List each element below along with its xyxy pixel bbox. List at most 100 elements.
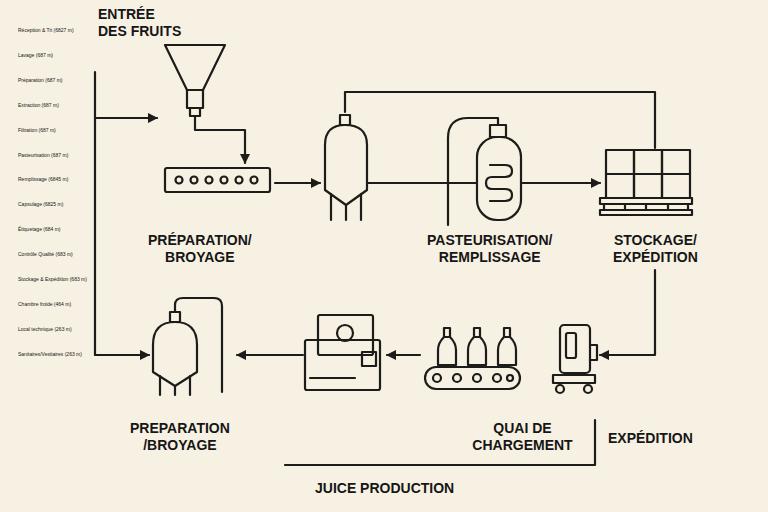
bottle-conveyor-part: [493, 374, 501, 382]
section-label: ENTRÉE DES FRUITS: [98, 6, 186, 40]
hopper-symbol-part: [195, 116, 245, 163]
loading-machine-part: [566, 333, 576, 358]
bottle-conveyor-part: [498, 337, 516, 365]
room-area-label: Contrôle Qualité (683 m): [18, 251, 73, 257]
bottle-conveyor-part: [433, 374, 441, 382]
step-caption: QUAI DE CHARGEMENT: [455, 420, 590, 454]
processing-machine-part: [337, 325, 353, 341]
bottle-conveyor-part: [504, 328, 510, 337]
room-area-label: Capsulage (6825 m): [18, 201, 63, 207]
fruit-inlet-line-part: [95, 117, 157, 119]
return-tank-part: [170, 312, 180, 322]
step-caption: PASTEURISATION/ REMPLISSAGE: [427, 232, 553, 266]
pasteurizer-symbol-part: [521, 182, 560, 184]
return-tank-part: [174, 386, 176, 395]
crusher-conveyor-part: [251, 177, 258, 184]
pallet-stock-part: [645, 204, 647, 210]
room-area-label: Chambre froide (464 m): [18, 301, 71, 307]
room-area-label: Pasteurisation (687 m): [18, 152, 68, 158]
loading-machine-part: [560, 325, 590, 373]
processing-machine-part: [237, 354, 303, 356]
pallet-stock-part: [662, 174, 690, 198]
section-label: JUICE PRODUCTION: [315, 480, 454, 497]
pallet-stock-part: [667, 204, 669, 210]
pallet-stock-part: [634, 150, 662, 174]
flow-connector: [275, 182, 320, 184]
processing-machine-part: [362, 352, 376, 366]
processing-machine: [237, 315, 380, 390]
room-area-label: Étiquetage (684 m): [18, 226, 61, 232]
processing-machine-part: [318, 315, 373, 355]
process-node: QUAI DE CHARGEMENT: [420, 322, 600, 458]
section-label: EXPÉDITION: [608, 430, 693, 447]
return-tank-part: [175, 298, 222, 392]
bottle-conveyor-part: [453, 374, 461, 382]
pasteurizer-symbol-part: [490, 125, 506, 137]
hopper-symbol-part: [190, 108, 200, 116]
step-caption: PREPARATION /BROYAGE: [130, 420, 230, 454]
process-tank: [325, 115, 477, 220]
room-area-label: Remplissage (6845 m): [18, 176, 68, 182]
pallet-stock-part: [624, 204, 626, 210]
loading-machine-part: [556, 385, 564, 393]
hopper-symbol-part: [187, 90, 203, 108]
loading-machine-part: [590, 345, 597, 360]
room-area-label: Filtration (687 m): [18, 127, 56, 133]
processing-machine-part: [305, 340, 380, 390]
room-area-label: Sanitaires/Vestiaires (263 m): [18, 351, 82, 357]
crusher-conveyor-part: [221, 177, 228, 184]
bottle-conveyor: [425, 328, 520, 389]
flow-connector: [387, 354, 420, 356]
room-area-label: Préparation (687 m): [18, 77, 62, 83]
pallet-stock-part: [606, 150, 634, 174]
room-area-label: Stockage & Expédition (683 m): [18, 276, 87, 282]
process-node: STOCKAGE/ EXPÉDITION: [600, 148, 710, 270]
return-tank-part: [189, 376, 191, 395]
room-area-label: Réception & Tri (6827 m): [18, 27, 74, 33]
pasteurizer-symbol-part: [486, 165, 512, 201]
crusher-conveyor-part: [165, 168, 270, 192]
process-tank-part: [325, 125, 367, 145]
room-area-label: Lavage (687 m): [18, 52, 53, 58]
pallet-stock-part: [603, 204, 605, 210]
loading-machine: [553, 325, 597, 393]
bottle-conveyor-part: [507, 375, 513, 381]
flow-connector: [345, 92, 655, 148]
pallet-stock-part: [687, 204, 689, 210]
return-tank-part: [153, 322, 197, 345]
step-caption: STOCKAGE/ EXPÉDITION: [613, 232, 698, 266]
bottle-conveyor-part: [473, 374, 481, 382]
pasteurizer-symbol-part: [448, 118, 498, 225]
flow-connector: [560, 182, 600, 184]
loading-machine-part: [553, 375, 595, 383]
process-node: PRÉPARATION/ BROYAGE: [140, 40, 275, 270]
return-tank-part: [159, 376, 161, 395]
return-tank: [153, 298, 222, 395]
process-node: PREPARATION /BROYAGE: [125, 295, 387, 460]
fruit-inlet-line-part: [95, 354, 149, 356]
hopper-symbol-part: [165, 45, 225, 90]
pallet-stock: [600, 150, 692, 215]
processing-machine-part: [310, 377, 355, 379]
crusher-conveyor-part: [176, 177, 183, 184]
process-tank-part: [345, 205, 347, 220]
fruit-inlet-line-part: [94, 72, 96, 355]
crusher-conveyor-part: [191, 177, 198, 184]
crusher-conveyor-part: [206, 177, 213, 184]
fruit-inlet-line: [95, 72, 157, 355]
step-caption: PRÉPARATION/ BROYAGE: [148, 232, 252, 266]
bottle-conveyor-part: [438, 337, 456, 365]
pasteurizer-symbol-part: [477, 137, 521, 220]
loading-machine-part: [584, 385, 592, 393]
crusher-conveyor: [165, 168, 270, 192]
flow-connector: [600, 270, 655, 355]
room-area-label: Local technique (263 m): [18, 326, 72, 332]
process-tank-part: [367, 182, 477, 184]
process-tank-part: [330, 194, 332, 220]
hopper-symbol: [165, 45, 245, 163]
production-bracket: [285, 420, 595, 465]
production-bracket-part: [285, 420, 595, 465]
process-node: PASTEURISATION/ REMPLISSAGE: [320, 112, 560, 270]
pasteurizer-symbol: [448, 118, 560, 225]
